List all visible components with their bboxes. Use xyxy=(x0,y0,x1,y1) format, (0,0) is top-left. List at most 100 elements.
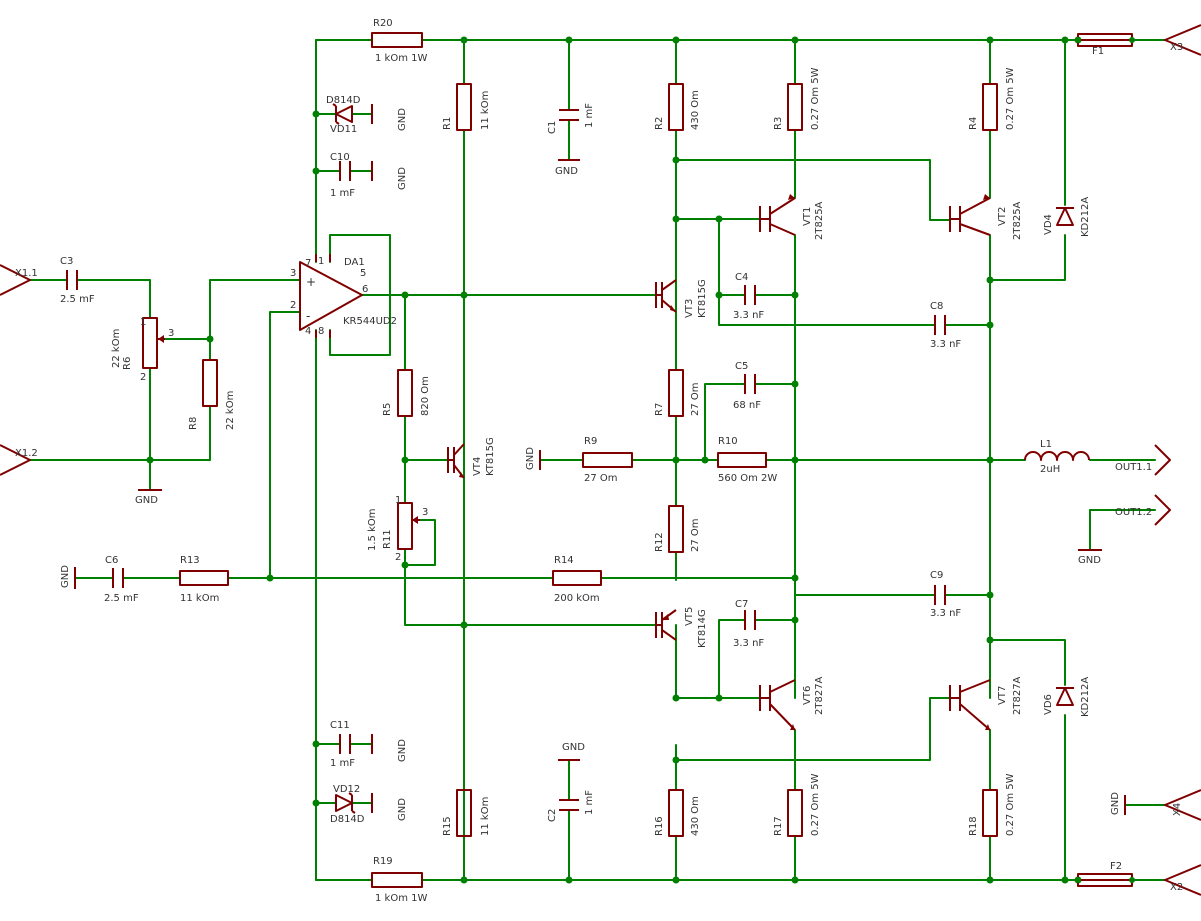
svg-text:2T825A: 2T825A xyxy=(1012,201,1023,240)
svg-text:430 Om: 430 Om xyxy=(690,90,701,130)
svg-text:R6: R6 xyxy=(122,357,133,370)
transistor-vt1: VT1 2T825A xyxy=(759,194,825,240)
svg-text:1: 1 xyxy=(140,317,146,328)
svg-text:GND: GND xyxy=(1078,555,1101,566)
transistor-vt5: VT5 KT814G xyxy=(655,607,708,648)
svg-text:11 kOm: 11 kOm xyxy=(480,797,491,836)
resistor-r8: R8 22 kOm xyxy=(188,359,236,430)
svg-text:8: 8 xyxy=(318,326,324,337)
svg-text:GND: GND xyxy=(60,565,71,588)
svg-text:2T825A: 2T825A xyxy=(814,201,825,240)
svg-text:R8: R8 xyxy=(188,417,199,430)
svg-text:2.5 mF: 2.5 mF xyxy=(60,294,95,305)
svg-text:R18: R18 xyxy=(968,816,979,836)
svg-text:3: 3 xyxy=(422,507,428,518)
svg-text:430 Om: 430 Om xyxy=(690,796,701,836)
svg-text:1 kOm 1W: 1 kOm 1W xyxy=(375,893,427,904)
svg-text:R12: R12 xyxy=(654,532,665,552)
svg-text:3.3 nF: 3.3 nF xyxy=(733,310,764,321)
svg-text:3.3 nF: 3.3 nF xyxy=(733,638,764,649)
svg-text:C8: C8 xyxy=(930,301,943,312)
connector-x2: X2 xyxy=(1164,864,1201,896)
wires xyxy=(29,39,1166,881)
svg-text:GND: GND xyxy=(1110,792,1121,815)
svg-text:C5: C5 xyxy=(735,361,748,372)
resistor-r16: R16 430 Om xyxy=(654,789,701,837)
svg-text:C11: C11 xyxy=(330,720,350,731)
resistor-r19: R19 1 kOm 1W xyxy=(371,856,427,904)
svg-text:L1: L1 xyxy=(1040,439,1052,450)
svg-text:C9: C9 xyxy=(930,570,943,581)
svg-text:0.27 Om 5W: 0.27 Om 5W xyxy=(1005,67,1016,130)
svg-text:2uH: 2uH xyxy=(1040,464,1060,475)
svg-text:OUT1.1: OUT1.1 xyxy=(1115,462,1152,473)
svg-text:820 Om: 820 Om xyxy=(420,376,431,416)
svg-text:R20: R20 xyxy=(373,18,393,29)
svg-text:C1: C1 xyxy=(547,121,558,134)
resistor-r15: R15 11 kOm xyxy=(442,789,491,837)
svg-text:C3: C3 xyxy=(60,256,73,267)
svg-text:GND: GND xyxy=(562,742,585,753)
svg-text:2: 2 xyxy=(290,300,296,311)
svg-text:27 Om: 27 Om xyxy=(690,518,701,552)
svg-text:3: 3 xyxy=(290,268,296,279)
svg-text:4: 4 xyxy=(305,326,311,337)
svg-text:2T827A: 2T827A xyxy=(814,676,825,715)
svg-text:C10: C10 xyxy=(330,152,350,163)
transistor-vt3: VT3 KT815G xyxy=(655,279,708,318)
svg-text:6: 6 xyxy=(362,284,368,295)
svg-text:R16: R16 xyxy=(654,816,665,836)
svg-text:KD212A: KD212A xyxy=(1080,197,1091,237)
fuse-f2: F2 xyxy=(1075,861,1135,887)
svg-text:2.5 mF: 2.5 mF xyxy=(104,593,139,604)
opamp-da1: + - 3 2 6 5 7 1 4 8 DA1 KR544UD2 xyxy=(290,254,397,338)
svg-text:GND: GND xyxy=(397,798,408,821)
svg-text:GND: GND xyxy=(397,167,408,190)
svg-text:VT4: VT4 xyxy=(472,457,483,476)
svg-text:3.3 nF: 3.3 nF xyxy=(930,339,961,350)
svg-text:VT2: VT2 xyxy=(997,207,1008,226)
capacitor-c6: C6 2.5 mF GND xyxy=(60,555,139,604)
svg-text:1 mF: 1 mF xyxy=(584,103,595,128)
transistor-vt4: VT4 KT815G xyxy=(447,437,496,479)
svg-text:C2: C2 xyxy=(547,809,558,822)
capacitor-c2: C2 1 mF GND xyxy=(547,742,595,822)
svg-text:X3: X3 xyxy=(1170,42,1183,53)
resistor-r1: R1 11 kOm xyxy=(442,83,491,131)
svg-text:F1: F1 xyxy=(1092,46,1104,57)
svg-text:R19: R19 xyxy=(373,856,393,867)
capacitor-c3: C3 2.5 mF xyxy=(60,256,95,305)
svg-text:KT815G: KT815G xyxy=(485,437,496,476)
svg-text:GND: GND xyxy=(397,108,408,131)
connector-x3: X3 xyxy=(1164,24,1201,56)
svg-text:200 kOm: 200 kOm xyxy=(554,593,600,604)
svg-text:C6: C6 xyxy=(105,555,118,566)
resistor-r4: R4 0.27 Om 5W xyxy=(968,67,1016,131)
svg-text:KT814G: KT814G xyxy=(697,609,708,648)
svg-text:GND: GND xyxy=(397,739,408,762)
svg-text:R5: R5 xyxy=(382,403,393,416)
svg-text:2: 2 xyxy=(395,552,401,563)
svg-text:0.27 Om 5W: 0.27 Om 5W xyxy=(810,67,821,130)
svg-text:X1.2: X1.2 xyxy=(15,448,38,459)
svg-text:R1: R1 xyxy=(442,117,453,130)
svg-text:3.3 nF: 3.3 nF xyxy=(930,608,961,619)
resistor-r5: R5 820 Om xyxy=(382,369,431,417)
svg-text:22 kOm: 22 kOm xyxy=(111,329,122,368)
svg-text:27 Om: 27 Om xyxy=(584,473,618,484)
svg-text:KR544UD2: KR544UD2 xyxy=(343,316,397,327)
potentiometer-r11: 1 3 2 R11 1.5 kOm xyxy=(367,495,428,563)
fuse-f1: F1 xyxy=(1075,33,1135,57)
svg-text:0.27 Om 5W: 0.27 Om 5W xyxy=(810,773,821,836)
connector-x4: X4 xyxy=(1164,789,1201,821)
svg-text:VD6: VD6 xyxy=(1043,694,1054,715)
svg-text:7: 7 xyxy=(305,258,311,269)
resistor-r7: R7 27 Om xyxy=(654,369,701,417)
svg-text:KT815G: KT815G xyxy=(697,279,708,318)
